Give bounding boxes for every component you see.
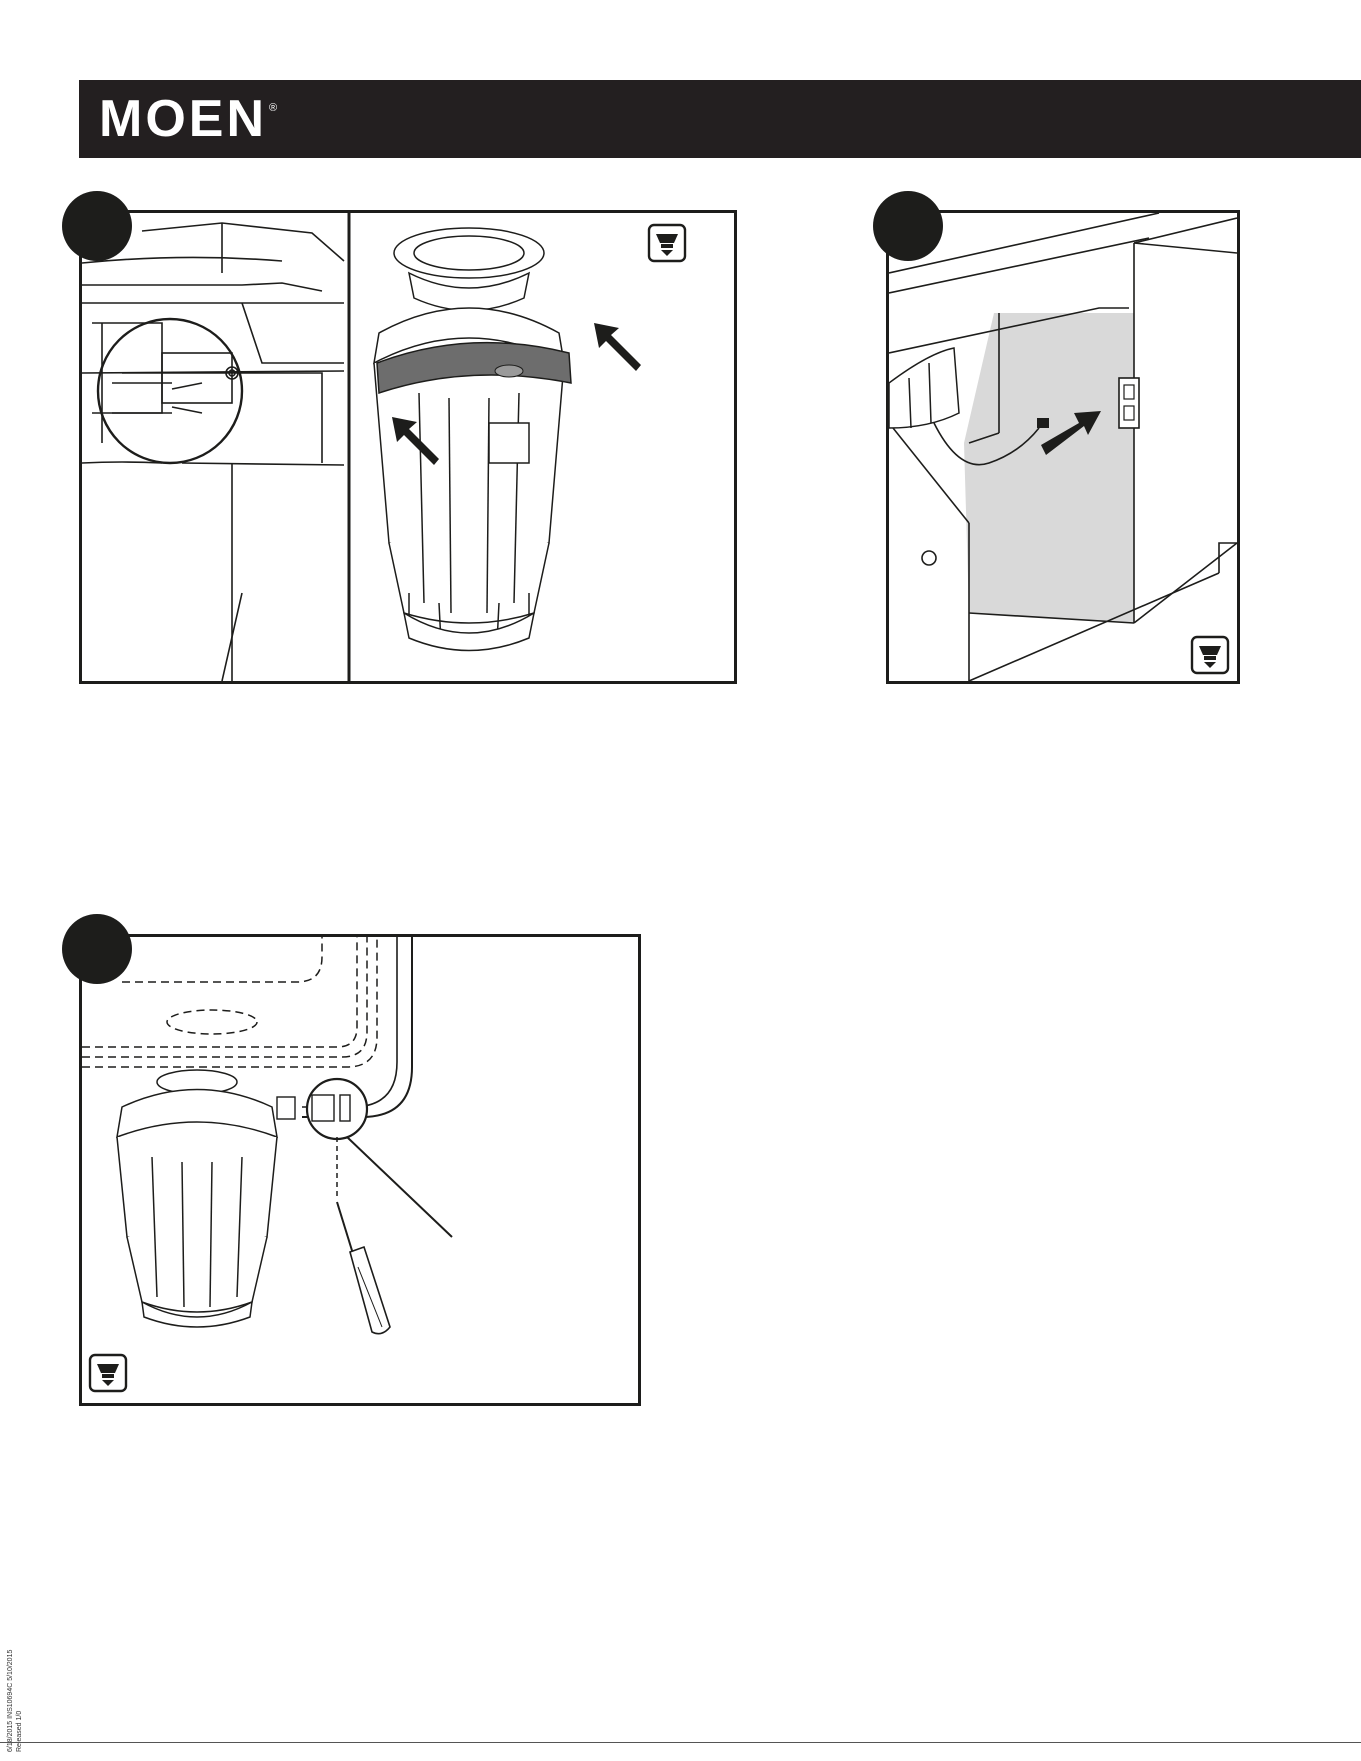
arrow-icon (594, 323, 641, 371)
step-illustration-plug-in (886, 210, 1240, 684)
disposal-mount-drawing (374, 225, 685, 651)
wiring-mount-drawing (82, 213, 734, 681)
plug (1037, 418, 1049, 428)
zoom-circle (307, 1079, 367, 1139)
zoom-circle (98, 319, 242, 463)
brand-header-bar: MOEN ® (79, 80, 1361, 158)
document-code-line-2: Released 1/0 (15, 1632, 24, 1752)
garbage-disposal-icon (90, 1355, 126, 1391)
step-illustration-dishwasher-connect (79, 934, 641, 1406)
step-marker-2 (873, 191, 943, 261)
registered-mark: ® (269, 102, 277, 114)
disposal-unit (117, 1070, 277, 1327)
garbage-disposal-icon (649, 225, 685, 261)
bottom-rule (0, 1742, 1361, 1743)
document-code: 6/18/2015 INS10694C 5/10/2015 Released 1… (6, 1632, 38, 1752)
leader-line (347, 1137, 452, 1237)
cabinet-outlet-drawing (889, 213, 1237, 681)
screwdriver-icon (337, 1202, 390, 1334)
wall-outlet (1119, 378, 1139, 428)
document-code-line-1: 6/18/2015 INS10694C 5/10/2015 (6, 1632, 15, 1752)
mount-ring-screw (495, 365, 523, 377)
plug-closeup-drawing (82, 223, 344, 681)
dishwasher-connection-drawing (82, 937, 638, 1403)
step-marker-3 (62, 914, 132, 984)
step-illustration-wiring-mount (79, 210, 737, 684)
cabinet-knob (922, 551, 936, 565)
garbage-disposal-icon (1192, 637, 1228, 673)
step-marker-1 (62, 191, 132, 261)
disposal-partial (889, 348, 959, 428)
moen-logo: MOEN ® (99, 86, 277, 152)
brand-name: MOEN (99, 86, 267, 152)
